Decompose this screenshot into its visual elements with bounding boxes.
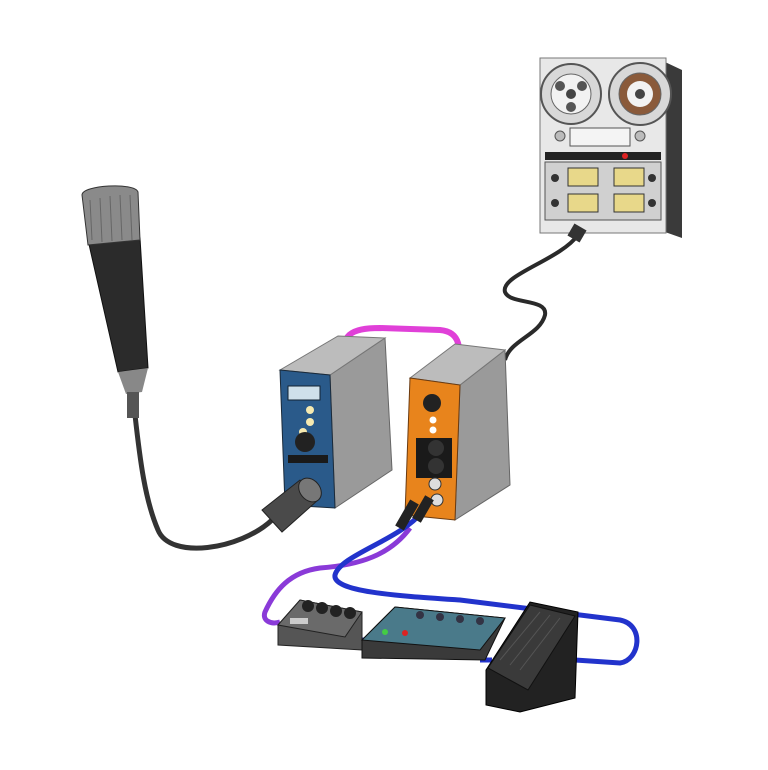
xlr-connector [261, 477, 322, 533]
blue-cable-pedal-loop [332, 510, 640, 666]
expression-wah-pedal [485, 601, 579, 713]
black-cable-tape-to-preamp [502, 233, 580, 361]
jack-plug [412, 495, 434, 523]
orange-500-series-module [404, 343, 511, 521]
reel-to-reel-tape-machine [539, 57, 682, 238]
vu-meter-panel [544, 161, 662, 221]
jack-plug [395, 499, 419, 531]
blue-500-series-module [278, 335, 393, 509]
purple-cable-preamp-to-overdrive [261, 526, 413, 626]
overdrive-pedal [277, 599, 363, 651]
multi-effect-pedal [360, 606, 506, 661]
tape-reel-left [540, 63, 602, 125]
microphone [81, 185, 149, 418]
microphone-grille [81, 185, 141, 246]
microphone-cable [132, 414, 274, 551]
tape-reel-right [608, 62, 672, 126]
